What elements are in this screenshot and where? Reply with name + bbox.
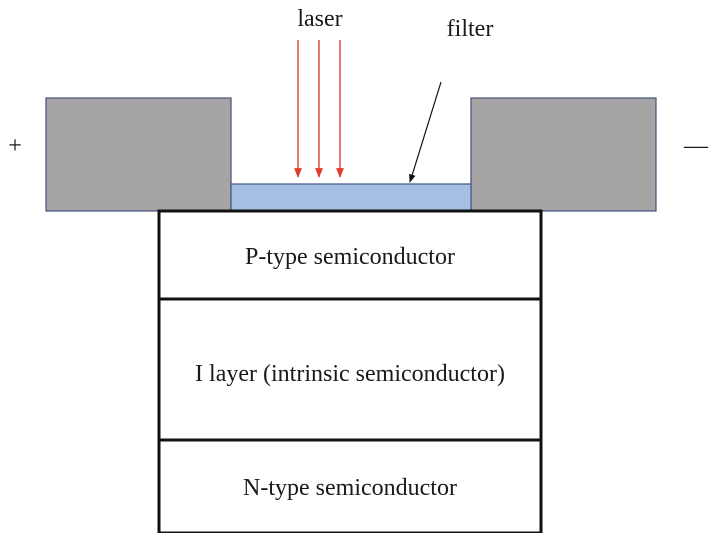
n-type-layer <box>157 438 543 533</box>
i-layer <box>157 297 543 442</box>
filter-layer <box>230 183 472 212</box>
p-type-layer <box>157 209 543 301</box>
laser-label: laser <box>297 6 342 32</box>
i-layer-label: I layer (intrinsic semiconductor) <box>195 361 505 387</box>
n-type-label: N-type semiconductor <box>243 475 457 501</box>
right-electrode <box>470 97 657 212</box>
filter-pointer-arrow <box>409 81 442 183</box>
left-electrode <box>45 97 232 212</box>
positive-terminal-label: + <box>8 133 22 159</box>
negative-terminal-label: — <box>683 133 709 159</box>
filter-label: filter <box>447 16 494 42</box>
p-type-label: P-type semiconductor <box>245 244 455 270</box>
